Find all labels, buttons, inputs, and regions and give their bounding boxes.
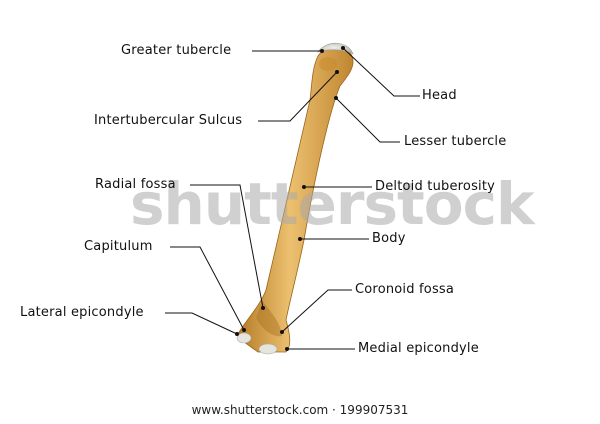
label-greater-tubercle: Greater tubercle [121, 43, 231, 59]
capitulum-cartilage [237, 333, 251, 343]
dot-greater-tubercle [320, 49, 324, 53]
tubercle-shading [319, 57, 337, 71]
label-head: Head [422, 88, 457, 104]
label-lateral-epicondyle: Lateral epicondyle [20, 305, 144, 321]
dot-capitulum [242, 328, 246, 332]
dot-head [341, 46, 345, 50]
dot-lateral-epicondyle [235, 332, 239, 336]
dot-radial-fossa [261, 306, 265, 310]
label-capitulum: Capitulum [84, 239, 153, 255]
leader-coronoid-fossa [282, 290, 352, 332]
label-medial-epicondyle: Medial epicondyle [358, 341, 479, 357]
trochlea-cartilage [259, 344, 277, 354]
dot-lesser-tubercle [334, 96, 338, 100]
leader-head [343, 48, 420, 96]
label-lesser-tubercle: Lesser tubercle [404, 134, 506, 150]
dot-intertubercular-sulcus [335, 70, 339, 74]
label-body: Body [372, 231, 406, 247]
label-intertubercular-sulcus: Intertubercular Sulcus [94, 113, 242, 129]
label-radial-fossa: Radial fossa [95, 177, 176, 193]
label-coronoid-fossa: Coronoid fossa [355, 282, 454, 298]
footer-credit: www.shutterstock.com · 199907531 [0, 400, 600, 420]
dot-coronoid-fossa [280, 330, 284, 334]
leader-lesser-tubercle [336, 98, 400, 142]
dot-medial-epicondyle [285, 347, 289, 351]
leader-lateral-epicondyle [165, 313, 237, 334]
label-deltoid-tuberosity: Deltoid tuberosity [375, 179, 495, 195]
leader-capitulum [170, 247, 244, 330]
